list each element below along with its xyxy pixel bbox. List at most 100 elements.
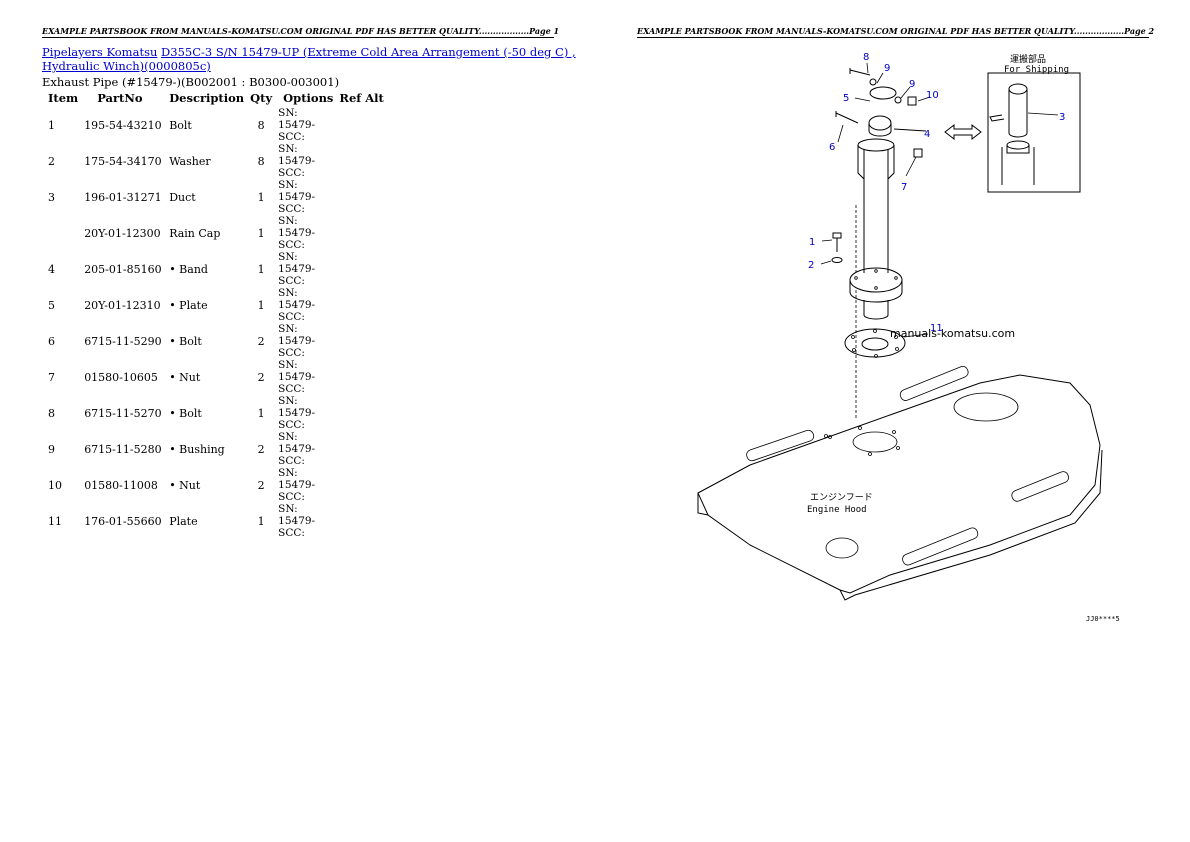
cell-item: 8 (48, 406, 55, 420)
cell-partno: 195-54-43210 (84, 118, 162, 132)
breadcrumb-link-model[interactable]: D355C-3 S/N 15479-UP (Extreme Cold Area … (42, 45, 576, 73)
callout-10: 10 (926, 90, 939, 101)
breadcrumb-link-pipelayers[interactable]: Pipelayers Komatsu (42, 45, 158, 59)
page-header-left: EXAMPLE PARTSBOOK FROM MANUALS-KOMATSU.C… (42, 26, 560, 38)
leader-lines (820, 62, 931, 338)
cell-partno: 6715-11-5290 (84, 334, 162, 348)
cell-options: SN: 15479-SCC: (278, 395, 316, 431)
cell-options: SN: 15479-SCC: (278, 107, 316, 143)
bolt-washer-drawing (831, 232, 843, 263)
cell-qty: 2 (257, 442, 265, 456)
rain-cap-drawing (835, 68, 927, 158)
callout-9b: 9 (909, 79, 915, 90)
cell-qty: 8 (257, 118, 265, 132)
callout-7: 7 (901, 182, 907, 193)
column-header-qty: Qty (250, 91, 273, 105)
cell-refalt (336, 251, 386, 287)
cell-description: • Nut (169, 478, 201, 492)
cell-description: • Bolt (169, 406, 202, 420)
cell-partno: 01580-11008 (84, 478, 158, 492)
cell-options: SN: 15479-SCC: (278, 251, 316, 287)
table-header-row: Item PartNo Description Qty Options Ref … (45, 89, 387, 107)
cell-partno: 6715-11-5270 (84, 406, 162, 420)
column-header-partno: PartNo (97, 91, 143, 105)
cell-refalt (336, 215, 386, 251)
column-header-options: Options (283, 91, 334, 105)
cell-description: • Bushing (169, 442, 225, 456)
engine-hood-drawing: エンジンフード Engine Hood (697, 365, 1103, 601)
inset-label-jp: 運搬部品 (1010, 53, 1046, 65)
cell-refalt (336, 143, 386, 179)
cell-description: Plate (169, 514, 198, 528)
cell-qty: 2 (257, 334, 265, 348)
gasket-plate-drawing (844, 328, 906, 358)
cell-description: • Plate (169, 298, 208, 312)
cell-description: • Bolt (169, 334, 202, 348)
exchange-arrow-icon (944, 123, 982, 141)
table-row: 2 175-54-34170 Washer 8 SN: 15479-SCC: (45, 143, 387, 179)
shipping-inset: 運搬部品 For Shipping (987, 53, 1081, 193)
column-header-item: Item (48, 91, 79, 105)
cell-description: • Nut (169, 370, 201, 384)
cell-partno: 20Y-01-12300 (84, 226, 161, 240)
cell-options: SN: 15479-SCC: (278, 503, 316, 539)
cell-description: • Band (169, 262, 208, 276)
cell-description: Washer (169, 154, 211, 168)
callout-4: 4 (924, 129, 930, 140)
cell-options: SN: 15479-SCC: (278, 359, 316, 395)
callout-1: 1 (809, 237, 815, 248)
cell-item (45, 215, 81, 251)
inset-label-en: For Shipping (1004, 65, 1069, 75)
cell-item: 11 (48, 514, 62, 528)
cell-partno: 176-01-55660 (84, 514, 162, 528)
parts-table: Item PartNo Description Qty Options Ref … (45, 89, 387, 539)
exhaust-duct-drawing (849, 138, 903, 420)
cell-partno: 175-54-34170 (84, 154, 162, 168)
callout-11: 11 (930, 323, 943, 334)
page-header-right: EXAMPLE PARTSBOOK FROM MANUALS-KOMATSU.C… (637, 26, 1155, 38)
callout-2: 2 (808, 260, 814, 271)
callout-8: 8 (863, 52, 869, 63)
cell-options: SN: 15479-SCC: (278, 287, 316, 323)
cell-description: Bolt (169, 118, 192, 132)
callout-6: 6 (829, 142, 835, 153)
cell-partno: 6715-11-5280 (84, 442, 162, 456)
cell-refalt (336, 323, 386, 359)
cell-description: Rain Cap (169, 226, 221, 240)
cell-qty: 8 (257, 154, 265, 168)
cell-refalt (336, 179, 386, 215)
cell-options: SN: 15479-SCC: (278, 179, 316, 215)
cell-options: SN: 15479-SCC: (278, 143, 316, 179)
cell-qty: 1 (257, 298, 265, 312)
callout-5: 5 (843, 93, 849, 104)
cell-item: 5 (48, 298, 55, 312)
cell-item: 10 (48, 478, 62, 492)
cell-qty: 1 (257, 226, 265, 240)
column-header-refalt: Ref Alt (339, 91, 384, 105)
cell-item: 3 (48, 190, 55, 204)
cell-refalt (336, 359, 386, 395)
callout-3: 3 (1059, 112, 1065, 123)
table-row: 8 6715-11-5270 • Bolt 1 SN: 15479-SCC: (45, 395, 387, 431)
cell-qty: 1 (257, 406, 265, 420)
cell-qty: 1 (257, 262, 265, 276)
cell-partno: 20Y-01-12310 (84, 298, 161, 312)
cell-options: SN: 15479-SCC: (278, 215, 316, 251)
cell-options: SN: 15479-SCC: (278, 431, 316, 467)
exploded-parts-diagram: エンジンフード Engine Hood (697, 52, 1120, 623)
cell-partno: 205-01-85160 (84, 262, 162, 276)
cell-item: 9 (48, 442, 55, 456)
cell-item: 2 (48, 154, 55, 168)
table-row: 9 6715-11-5280 • Bushing 2 SN: 15479-SCC: (45, 431, 387, 467)
table-row: 20Y-01-12300 Rain Cap 1 SN: 15479-SCC: (45, 215, 387, 251)
drawing-code: JJ0****5 (1086, 615, 1120, 623)
column-header-description: Description (169, 91, 245, 105)
cell-options: SN: 15479-SCC: (278, 323, 316, 359)
